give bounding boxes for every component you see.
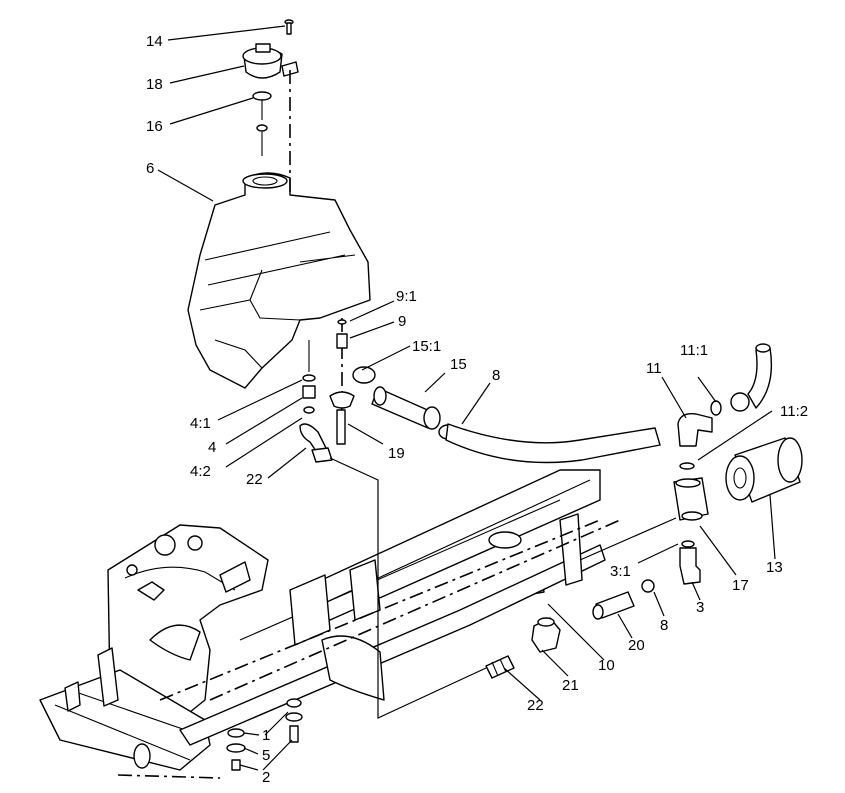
callout-9: 9	[398, 313, 406, 330]
callout-14: 14	[146, 33, 163, 50]
callout-22-upper: 22	[246, 471, 263, 488]
tank-fitting-4	[299, 340, 333, 463]
callout-1: 1	[262, 727, 270, 744]
callout-20: 20	[628, 637, 645, 654]
callout-8-lower: 8	[660, 617, 668, 634]
callout-labels: 14 18 16 6 9:1 9 15:1 15 8 4:1 4 4:2 22 …	[146, 33, 808, 786]
cap-washer-seal	[252, 91, 272, 156]
callout-19: 19	[388, 445, 405, 462]
filter-routing-line	[579, 517, 677, 561]
fuel-routing-line	[329, 457, 487, 719]
callout-4-2: 4:2	[190, 463, 211, 480]
callout-6: 6	[146, 160, 154, 177]
callout-2: 2	[262, 769, 270, 786]
callout-4-1: 4:1	[190, 415, 211, 432]
callout-11-1: 11:1	[680, 342, 708, 359]
callout-5: 5	[262, 747, 270, 764]
callout-3: 3	[696, 599, 704, 616]
callout-22-lower: 22	[527, 697, 544, 714]
frame-alignment-line-3	[117, 774, 221, 779]
callout-3-1: 3:1	[610, 563, 631, 580]
callout-13: 13	[766, 559, 783, 576]
oil-filter-13	[725, 437, 803, 503]
frame-alignment-line-1	[209, 519, 621, 701]
fuel-hose-15	[352, 366, 661, 464]
vent-screw	[284, 19, 294, 35]
leader-lines	[157, 25, 776, 771]
callout-15-1: 15:1	[412, 338, 441, 355]
elbow-fitting-11	[677, 343, 773, 470]
callout-4: 4	[208, 439, 216, 456]
fitting-9	[329, 318, 355, 445]
frame-alignment-line-2	[159, 519, 601, 701]
callout-16: 16	[146, 118, 163, 135]
fuel-tank	[187, 172, 371, 389]
callout-15: 15	[450, 356, 467, 373]
callout-11-2: 11:2	[780, 403, 808, 420]
mounting-hardware	[226, 698, 303, 771]
filter-head-17	[673, 477, 709, 585]
lower-fuel-line	[485, 579, 655, 679]
callout-17: 17	[732, 577, 749, 594]
callout-10: 10	[598, 657, 615, 674]
callout-8-upper: 8	[492, 367, 500, 384]
fuel-cap	[242, 43, 299, 79]
callout-18: 18	[146, 76, 163, 93]
callout-21: 21	[562, 677, 579, 694]
chassis-frame	[39, 469, 606, 771]
callout-11: 11	[646, 360, 662, 377]
callout-9-1: 9:1	[396, 288, 417, 305]
